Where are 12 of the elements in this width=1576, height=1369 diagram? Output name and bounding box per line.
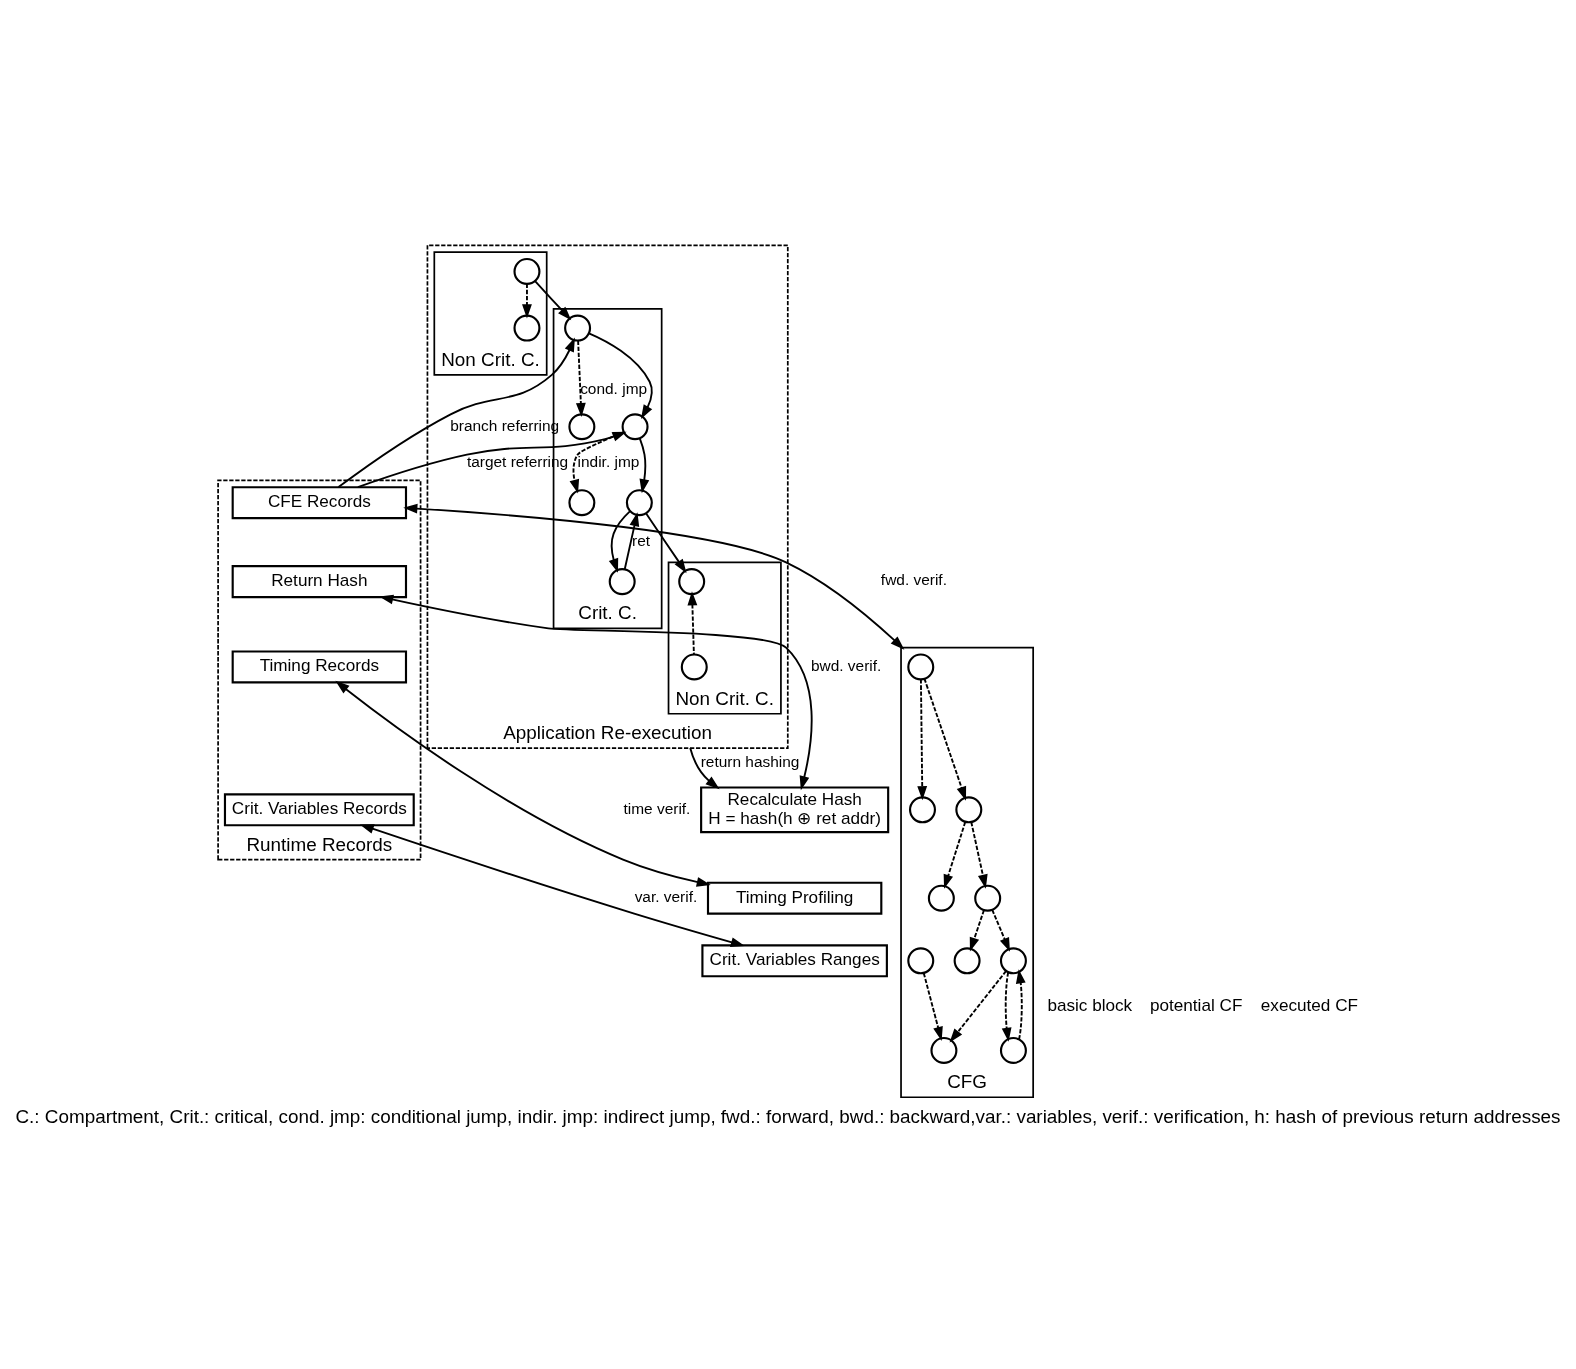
edge-label: indir. jmp	[577, 452, 640, 470]
edge-label: return hashing	[700, 752, 800, 770]
legend-label: basic block	[1047, 994, 1133, 1015]
edge-label: cond. jmp	[580, 379, 648, 397]
legend-label: executed CF	[1260, 994, 1359, 1015]
edge-label: time verif.	[623, 799, 691, 817]
caption: C.: Compartment, Crit.: critical, cond. jmp: conditional jump, indir. jmp: indirect jump, fwd.: forward, bwd.: backward,var.: variables, verif.: verification, h: hash of previous return addresses	[15, 1105, 1561, 1127]
legend-label: potential CF	[1149, 994, 1243, 1015]
edge-label: bwd. verif.	[810, 656, 882, 674]
edge-label: var. verif.	[634, 887, 698, 905]
edge-label: ret	[632, 531, 651, 549]
edge-label: fwd. verif.	[880, 570, 947, 588]
